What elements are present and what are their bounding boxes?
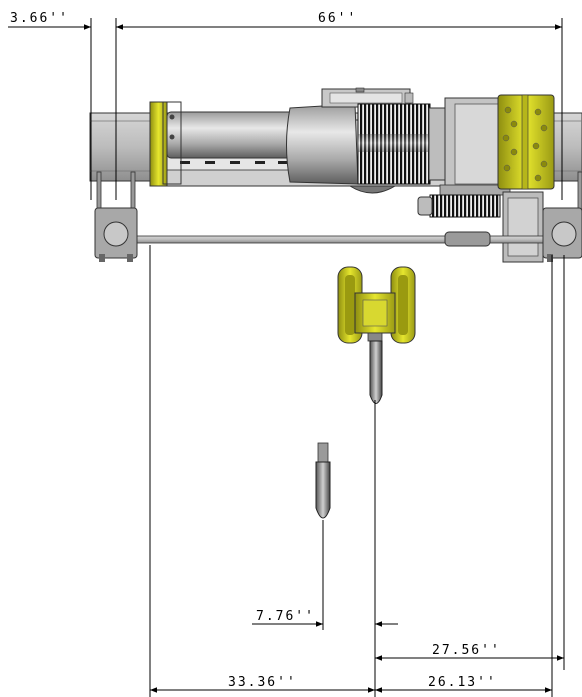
rope-drum [166, 111, 296, 159]
right-post [577, 171, 582, 211]
hook-lower [315, 442, 331, 519]
dim-left-span: 33.36'' [228, 675, 297, 690]
dim-top-span: 66'' [318, 11, 357, 26]
dim-hook-offset: 7.76'' [256, 609, 315, 624]
hook-block-upper [337, 266, 416, 404]
left-wheel-block [94, 207, 138, 262]
left-yellow-endplate [149, 101, 168, 187]
trolley-wheel [348, 185, 397, 194]
dimension-lines [8, 18, 565, 697]
dimension-labels: 3.66'' 66'' 7.76'' 27.56'' 33.36'' 26.13… [10, 11, 501, 690]
right-wheel-block [542, 207, 582, 262]
travel-motor [429, 194, 501, 218]
left-post [96, 171, 102, 211]
motor-housing [286, 103, 359, 185]
hook-upper [369, 340, 383, 404]
dim-right-clearance: 27.56'' [432, 643, 501, 658]
dim-top-offset: 3.66'' [10, 11, 69, 26]
hoist-assembly [89, 87, 582, 263]
dim-right-span: 26.13'' [428, 675, 497, 690]
